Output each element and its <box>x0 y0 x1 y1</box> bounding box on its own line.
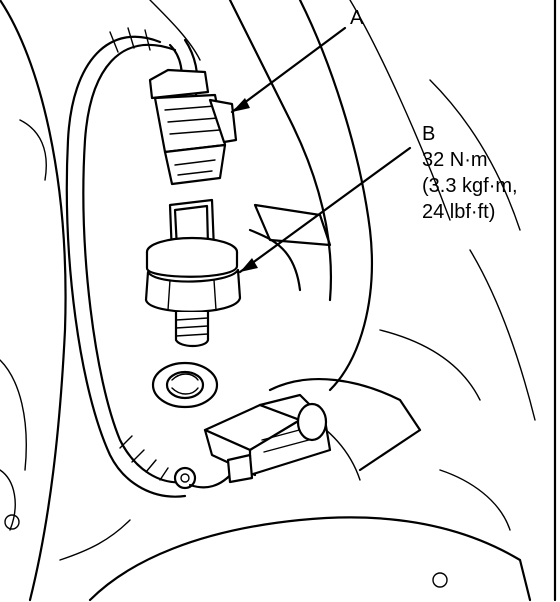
torque-spec-nm: 32 N·m <box>422 149 488 171</box>
harness-connector <box>203 378 422 484</box>
connector-a <box>148 68 238 186</box>
callout-a-label: A <box>350 7 364 29</box>
callout-b-label: B <box>422 123 435 145</box>
torque-spec-kgfm: (3.3 kgf·m, <box>422 175 518 197</box>
knock-sensor-b <box>144 198 242 348</box>
mounting-hole <box>151 361 219 409</box>
leader-lines <box>230 26 412 274</box>
torque-spec-lbfft: 24 lbf·ft) <box>422 201 495 223</box>
